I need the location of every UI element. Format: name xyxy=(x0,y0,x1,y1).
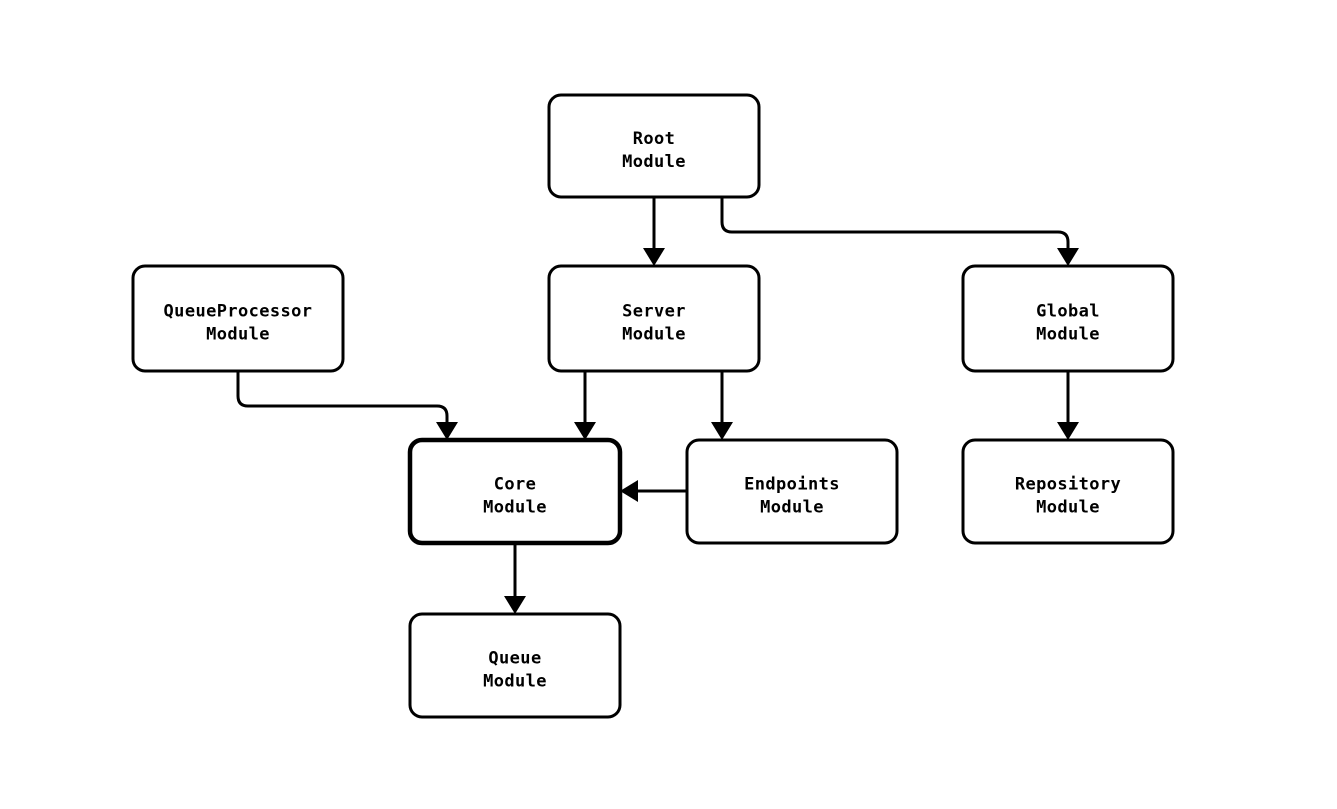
nodes-layer: RootModuleQueueProcessorModuleServerModu… xyxy=(131,93,1175,719)
edge-server-to-endpoints xyxy=(711,371,733,440)
edge-endpoints-to-core xyxy=(620,480,687,502)
node-label-endpoints-line2: Module xyxy=(760,498,824,518)
arrow-head-server-to-core xyxy=(574,422,596,440)
node-label-endpoints-line1: Endpoints xyxy=(744,475,840,495)
edge-line-root-to-global xyxy=(720,197,1070,248)
node-box-queueprocessor[interactable] xyxy=(131,264,345,373)
edge-root-to-server xyxy=(643,197,665,266)
arrow-head-root-to-server xyxy=(643,248,665,266)
node-box-root[interactable] xyxy=(547,93,761,199)
edge-core-to-queue xyxy=(504,543,526,614)
node-box-server[interactable] xyxy=(547,264,761,373)
arrow-head-root-to-global xyxy=(1057,248,1079,266)
node-box-queue[interactable] xyxy=(408,612,622,719)
edge-server-to-core xyxy=(574,371,596,440)
node-label-repository-line2: Module xyxy=(1036,498,1100,518)
node-box-global[interactable] xyxy=(961,264,1175,373)
node-label-root-line1: Root xyxy=(633,129,676,149)
node-box-core[interactable] xyxy=(407,437,623,546)
node-label-core-line2: Module xyxy=(483,498,547,518)
node-box-repository[interactable] xyxy=(961,438,1175,545)
node-label-queue-line2: Module xyxy=(483,672,547,692)
node-label-server-line2: Module xyxy=(622,325,686,345)
edge-root-to-global xyxy=(720,197,1079,266)
node-label-global-line1: Global xyxy=(1036,302,1100,322)
edge-queueprocessor-to-core xyxy=(236,371,458,440)
arrow-head-queueprocessor-to-core xyxy=(436,422,458,440)
edges-layer xyxy=(236,197,1079,614)
node-label-queue-line1: Queue xyxy=(488,649,541,669)
edge-line-queueprocessor-to-core xyxy=(236,371,449,422)
node-label-global-line2: Module xyxy=(1036,325,1100,345)
edge-global-to-repository xyxy=(1057,371,1079,440)
node-label-root-line2: Module xyxy=(622,152,686,172)
arrow-head-server-to-endpoints xyxy=(711,422,733,440)
node-box-endpoints[interactable] xyxy=(685,438,899,545)
node-label-queueprocessor-line2: Module xyxy=(206,325,270,345)
node-label-server-line1: Server xyxy=(622,302,686,322)
arrow-head-global-to-repository xyxy=(1057,422,1079,440)
arrow-head-endpoints-to-core xyxy=(620,480,638,502)
node-label-queueprocessor-line1: QueueProcessor xyxy=(164,302,313,322)
node-label-repository-line1: Repository xyxy=(1015,475,1121,495)
arrow-head-core-to-queue xyxy=(504,596,526,614)
node-label-core-line1: Core xyxy=(494,475,537,495)
